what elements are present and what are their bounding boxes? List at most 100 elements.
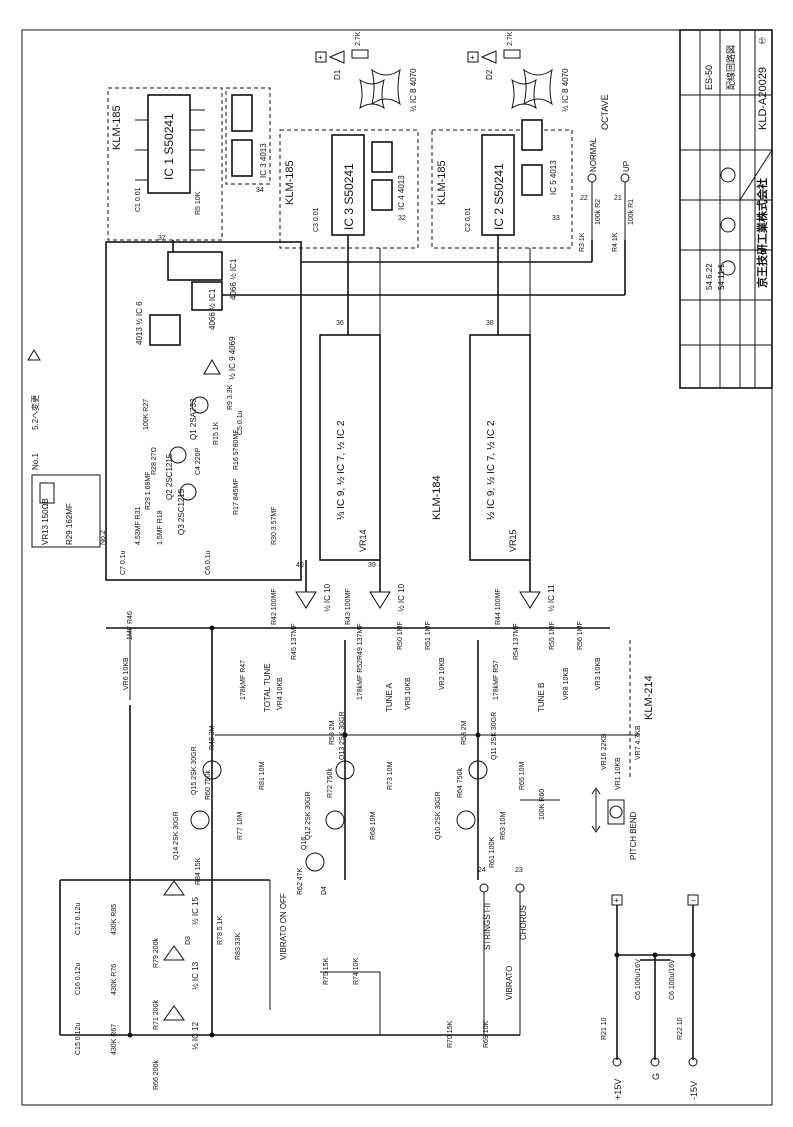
svg-text:R83 33K: R83 33K <box>235 932 242 960</box>
svg-text:Q12 2SK 30GR: Q12 2SK 30GR <box>305 791 312 840</box>
wiring <box>59 235 696 1038</box>
svg-text:178kMF R47: 178kMF R47 <box>240 660 247 700</box>
svg-text:C6 100u/16V: C6 100u/16V <box>635 959 642 1000</box>
total-tune-label: TOTAL TUNE <box>263 663 272 712</box>
svg-text:VR15: VR15 <box>508 529 518 552</box>
svg-text:R44 100MF: R44 100MF <box>495 588 502 625</box>
svg-text:36: 36 <box>336 320 344 327</box>
svg-text:R60 750k: R60 750k <box>205 770 212 800</box>
svg-text:5.2へ変更: 5.2へ変更 <box>30 395 40 430</box>
svg-text:D3: D3 <box>185 936 192 945</box>
svg-text:R79 200k: R79 200k <box>153 938 160 968</box>
svg-text:R64 750k: R64 750k <box>457 768 464 798</box>
svg-text:R28 27Ω: R28 27Ω <box>151 447 158 475</box>
svg-text:R5 10K: R5 10K <box>195 191 202 215</box>
svg-text:R71 200k: R71 200k <box>153 1000 160 1030</box>
svg-text:39: 39 <box>368 562 376 569</box>
svg-text:22: 22 <box>580 195 588 202</box>
svg-text:VR13 150ΩB: VR13 150ΩB <box>41 498 50 545</box>
svg-text:C2 0.01: C2 0.01 <box>465 207 472 232</box>
svg-text:½ IC 9 4069: ½ IC 9 4069 <box>228 336 237 380</box>
svg-text:Q14 2SK 30GR: Q14 2SK 30GR <box>173 811 180 860</box>
led-d2-circuit: + D2 2.7K ½ IC 8 4070 <box>467 31 570 112</box>
svg-text:R30 3.57MF: R30 3.57MF <box>271 506 278 545</box>
svg-text:Q1 2SA733: Q1 2SA733 <box>189 398 198 440</box>
company-name: 京王技研工業株式会社 <box>755 178 769 288</box>
svg-text:R62 47K: R62 47K <box>297 867 304 895</box>
svg-text:38: 38 <box>486 320 494 327</box>
svg-text:No.2: No.2 <box>100 530 107 545</box>
vr14-block-label: ⅓ IC 9, ½ IC 7, ½ IC 2 <box>336 420 347 520</box>
svg-text:R73 10M: R73 10M <box>387 761 394 790</box>
strings-label: STRINGS I·II <box>483 903 492 950</box>
ic3-label: IC 3 S50241 <box>342 163 356 230</box>
svg-text:R78 5.1K: R78 5.1K <box>217 915 224 945</box>
svg-text:R56 1MF: R56 1MF <box>577 621 584 650</box>
svg-text:R58 2M: R58 2M <box>461 720 468 745</box>
svg-text:C15 0.12u: C15 0.12u <box>75 1023 82 1055</box>
svg-text:1MF R46: 1MF R46 <box>127 611 134 640</box>
svg-text:½ IC 8 4070: ½ IC 8 4070 <box>409 68 418 112</box>
svg-text:VR6 10KB: VR6 10KB <box>123 657 130 690</box>
svg-text:2.7K: 2.7K <box>355 31 362 46</box>
svg-text:KLM-185: KLM-185 <box>111 105 123 150</box>
ic1-label: IC 1 S50241 <box>162 113 176 180</box>
ground-label: G <box>651 1073 661 1080</box>
svg-text:R53 2M: R53 2M <box>329 720 336 745</box>
svg-text:430K R67: 430K R67 <box>111 1024 118 1055</box>
svg-text:R68 10M: R68 10M <box>370 811 377 840</box>
svg-text:R61 100K: R61 100K <box>489 837 496 868</box>
klm185-ic2-module: KLM-185 IC 2 S50241 IC 5 4013 33 C2 0.01 <box>431 119 573 249</box>
ic2-label: IC 2 S50241 <box>492 163 506 230</box>
svg-text:½ IC 8 4070: ½ IC 8 4070 <box>561 68 570 112</box>
svg-text:R66 200k: R66 200k <box>153 1060 160 1090</box>
pitch-bend-label: PITCH BEND <box>629 811 638 860</box>
svg-text:33: 33 <box>552 215 560 222</box>
svg-text:178kMF R52: 178kMF R52 <box>357 660 364 700</box>
svg-text:D4: D4 <box>321 886 328 895</box>
svg-text:R81 10M: R81 10M <box>259 761 266 790</box>
svg-text:Q3 2SC1215: Q3 2SC1215 <box>177 488 186 535</box>
svg-text:32: 32 <box>398 215 406 222</box>
svg-text:D2: D2 <box>485 69 494 80</box>
svg-text:VR3 10KB: VR3 10KB <box>595 657 602 690</box>
octave-switch: OCTAVE NORMAL UP 22 21 R3 1K R4 1K 100k … <box>579 94 635 252</box>
svg-text:½ IC 10: ½ IC 10 <box>323 583 332 612</box>
vibrato-switch-label: VIBRATO ON OFF <box>279 893 288 960</box>
svg-text:R3 1K: R3 1K <box>579 232 586 252</box>
svg-text:R74 10K: R74 10K <box>353 957 360 985</box>
plus15v-label: +15V <box>613 1079 623 1100</box>
svg-text:VR14: VR14 <box>358 529 368 552</box>
date-2: 54.11.1 <box>717 263 726 290</box>
svg-text:Q16: Q16 <box>301 837 308 850</box>
output-labels: STRINGS I·II CHORUS VIBRATO 24 23 <box>478 867 528 1000</box>
svg-text:IC 3 4013: IC 3 4013 <box>259 143 268 178</box>
svg-text:C1 0.01: C1 0.01 <box>135 187 142 212</box>
svg-text:OCTAVE: OCTAVE <box>600 94 610 130</box>
svg-text:R22 10: R22 10 <box>677 1017 684 1040</box>
svg-text:C3 0.01: C3 0.01 <box>313 207 320 232</box>
klm184-module: ⅓ IC 9, ½ IC 7, ½ IC 2 VR14 ½ IC 9, ½ IC… <box>158 235 531 569</box>
jfet-array: Q15 2SK 30GR Q14 2SK 30GR Q13 2SK 30GR Q… <box>173 711 546 872</box>
svg-text:100K R27: 100K R27 <box>143 399 150 430</box>
svg-text:4.53MF R31: 4.53MF R31 <box>135 506 142 545</box>
svg-text:C6 100u/16V: C6 100u/16V <box>669 959 676 1000</box>
svg-text:R9 3.3K: R9 3.3K <box>227 384 234 410</box>
led-d1-circuit: + D1 2.7K ½ IC 8 4070 <box>315 31 418 112</box>
drawing-number: KLD-A20029 <box>757 67 769 130</box>
tune-b-label: TUNE B <box>537 683 546 712</box>
svg-text:37: 37 <box>158 235 166 242</box>
svg-text:Q11 2SK 30GR: Q11 2SK 30GR <box>491 712 498 760</box>
svg-text:R72 750k: R72 750k <box>327 768 334 798</box>
svg-text:R51 1MF: R51 1MF <box>425 621 432 650</box>
svg-text:Q13 2SK 30GR: Q13 2SK 30GR <box>339 711 346 760</box>
svg-text:C7 0.1u: C7 0.1u <box>120 550 127 575</box>
svg-text:430K R76: 430K R76 <box>111 964 118 995</box>
power-supply: + − C6 100u/16V C6 100u/16V R21 10 R22 1… <box>601 894 699 1100</box>
svg-text:R16 5780MF: R16 5780MF <box>233 430 240 470</box>
pitch-bend-section: PITCH BEND KLM-214 VR16 22KB VR7 4.7KB V… <box>591 640 655 860</box>
buffer-opamps: ½ IC 10 ½ IC 10 ½ IC 11 R42 100MF R43 10… <box>271 583 556 625</box>
svg-text:178kMF R57: 178kMF R57 <box>493 660 500 700</box>
svg-text:VR4 10KB: VR4 10KB <box>277 677 284 710</box>
svg-text:100K R60: 100K R60 <box>539 789 546 820</box>
